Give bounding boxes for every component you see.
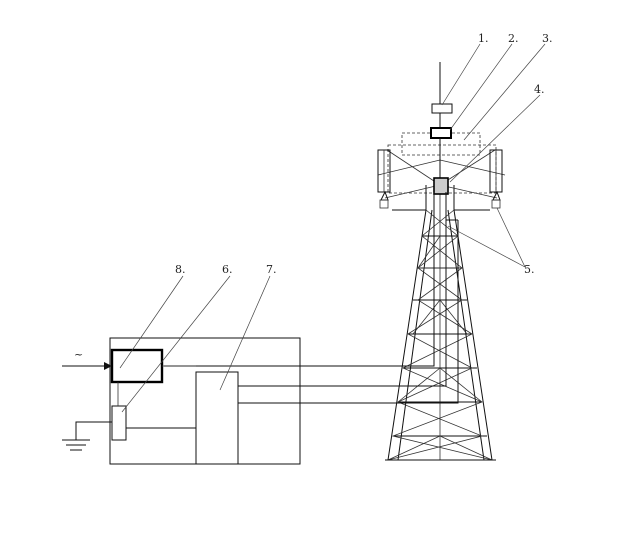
leader-lines <box>119 43 546 413</box>
ac-symbol: ~ <box>74 348 83 361</box>
label-7: 7. <box>266 263 277 276</box>
left-antenna-panel <box>377 149 391 209</box>
cabinet-wiring <box>117 365 196 429</box>
unit-8-box <box>110 348 164 384</box>
cable-bundle <box>164 192 459 404</box>
top-component-2 <box>431 103 453 114</box>
right-antenna-panel <box>489 149 503 209</box>
top-component-3 <box>430 113 452 178</box>
label-2: 2. <box>508 32 519 45</box>
label-8: 8. <box>175 263 186 276</box>
label-3: 3. <box>542 32 553 45</box>
number-labels: 1. 2. 3. 4. 5. 6. 7. 8. <box>175 32 553 276</box>
ground-symbol <box>62 421 112 451</box>
ac-input: ~ <box>62 348 112 370</box>
equipment-cabinet <box>109 337 301 465</box>
top-component-4 <box>433 177 449 195</box>
lattice-tower <box>385 62 497 461</box>
label-4: 4. <box>534 83 545 96</box>
label-5: 5. <box>524 263 535 276</box>
tower-arms <box>377 149 506 199</box>
label-1: 1. <box>478 32 489 45</box>
label-6: 6. <box>222 263 233 276</box>
unit-7-box <box>195 371 239 465</box>
unit-6-box <box>111 405 127 441</box>
